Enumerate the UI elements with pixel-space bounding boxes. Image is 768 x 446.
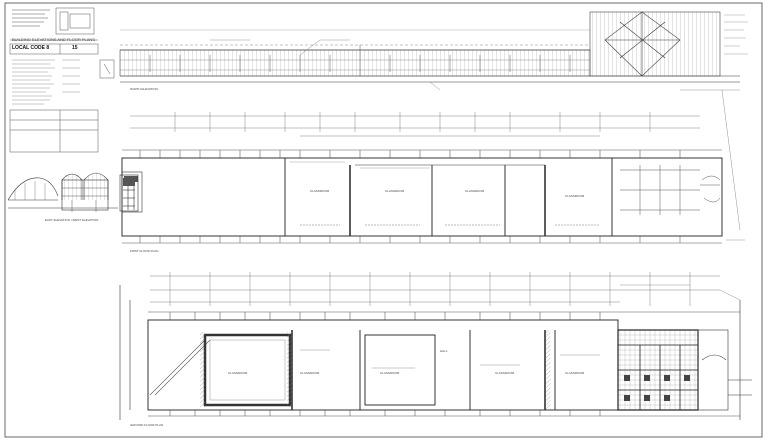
view-title-east-elevation: EAST ELEVATION / WEST ELEVATION <box>45 218 99 222</box>
code-block-label: LOCAL CODE 8 <box>12 45 50 51</box>
room-label: CLASSROOM <box>565 194 585 198</box>
north-elevation <box>119 11 748 91</box>
first-floor-plan <box>121 89 745 244</box>
room-label: CLASSROOM <box>465 189 485 193</box>
room-label: CLASSROOM <box>300 371 320 375</box>
room-label: CLASSROOM <box>380 371 400 375</box>
room-label: CLASSROOM <box>385 189 405 193</box>
view-title-first-floor: FIRST FLOOR PLAN <box>130 249 159 253</box>
room-label: CLASSROOM <box>228 371 248 375</box>
view-title-ground-floor: GROUND FLOOR PLAN <box>130 423 164 427</box>
title-block <box>9 7 115 153</box>
room-label: CLASSROOM <box>310 189 330 193</box>
view-title-north-elevation: NORTH ELEVATION <box>130 87 158 91</box>
east-elevation <box>7 172 139 212</box>
room-label: CLASSROOM <box>495 371 515 375</box>
header-line: BUILDING ELEVATIONS AND FLOOR PLANS <box>12 37 95 42</box>
sheet-border <box>4 2 763 438</box>
sheet-number: 15 <box>72 45 78 51</box>
room-label: CLASSROOM <box>565 371 585 375</box>
room-label: HALL <box>440 349 448 353</box>
ground-floor-plan <box>119 272 752 420</box>
